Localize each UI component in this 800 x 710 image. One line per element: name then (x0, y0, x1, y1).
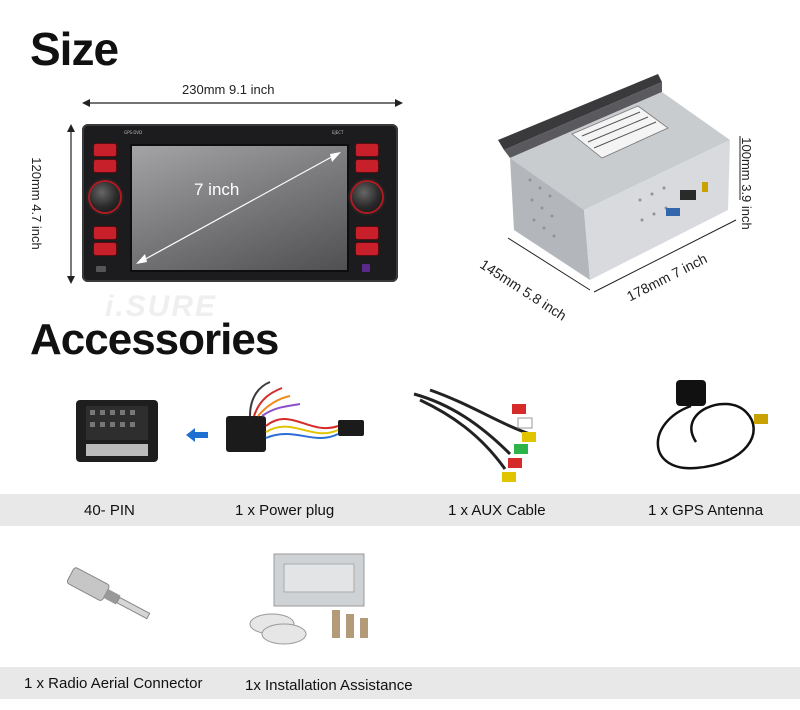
40-pin-connector-image (76, 400, 158, 462)
accessory-label-aux-cable: 1 x AUX Cable (448, 502, 546, 519)
accessories-caption-band-2 (0, 667, 800, 699)
prev-button-icon (356, 227, 378, 239)
power-plug-harness-image (226, 381, 364, 452)
radio-screen: 7 inch (130, 144, 349, 272)
nav-button-icon (94, 160, 116, 172)
radio-aerial-connector-image (66, 567, 151, 620)
accessories-heading: Accessories (30, 315, 279, 364)
installation-kit-image (249, 553, 368, 645)
band-button-icon (356, 160, 378, 172)
height-dimension-label: 120mm 4.7 inch (28, 157, 44, 250)
menu-button-icon (94, 144, 116, 156)
bt-button-icon (94, 243, 116, 255)
gps-antenna-image (656, 380, 768, 470)
unit-height-label: 100mm 3.9 inch (738, 137, 754, 230)
radio-chassis-image (498, 74, 741, 293)
eject-button-icon (356, 144, 378, 156)
aud-button-icon (94, 227, 116, 239)
accessory-label-gps-antenna: 1 x GPS Antenna (648, 502, 764, 519)
accessories-caption-band-1 (0, 494, 800, 526)
radio-front-panel: GPS·DVD EJECT 7 inch (82, 124, 398, 282)
volume-knob-icon (90, 182, 120, 212)
accessory-label-installation: 1x Installation Assistance (245, 677, 413, 694)
next-button-icon (356, 243, 378, 255)
accessory-label-40-pin: 40- PIN (84, 502, 135, 519)
width-dimension-line (82, 99, 403, 107)
sd-slot-icon (362, 264, 370, 272)
usb-port-icon (96, 266, 106, 272)
accessory-label-power-plug: 1 x Power plug (235, 502, 335, 519)
tune-knob-icon (352, 182, 382, 212)
width-dimension-label: 230mm 9.1 inch (182, 82, 275, 97)
aux-cable-image (413, 388, 536, 482)
watermark-logo: i.SURE (105, 290, 218, 323)
height-dimension-line (67, 124, 75, 284)
size-heading: Size (30, 23, 119, 75)
screen-size-label: 7 inch (194, 180, 240, 199)
arrow-left-icon (186, 428, 208, 442)
accessory-label-radio-aerial: 1 x Radio Aerial Connector (24, 675, 203, 692)
